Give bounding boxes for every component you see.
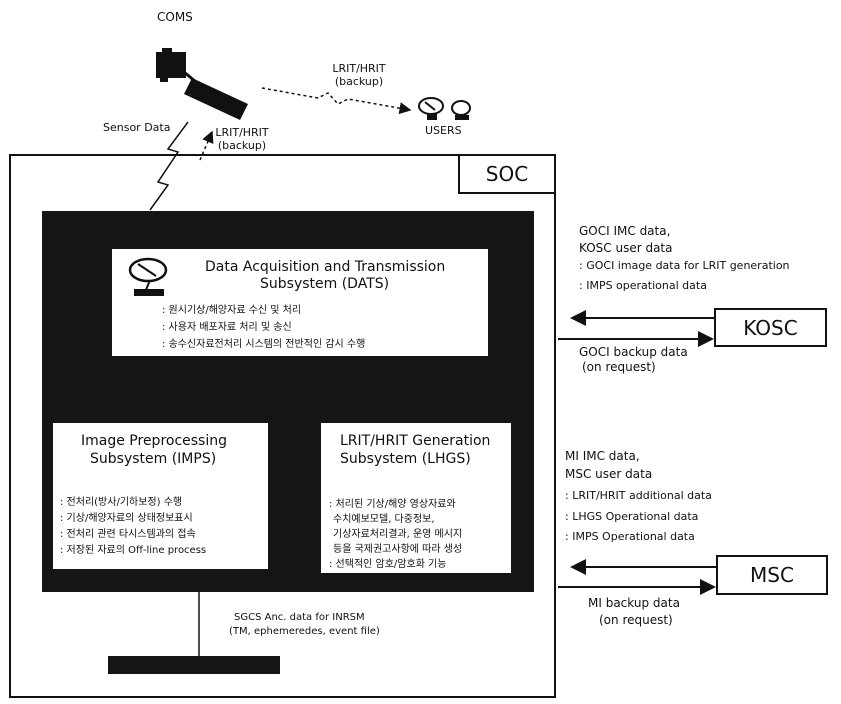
- sensor-data-label: Sensor Data: [103, 121, 171, 134]
- soc-label-box: SOC: [458, 154, 556, 194]
- kosc-in-line: : IMPS operational data: [579, 279, 707, 292]
- msc-in-line: : IMPS Operational data: [565, 530, 695, 543]
- msc-in-line: MSC user data: [565, 467, 653, 481]
- msc-in-line: : LHGS Operational data: [565, 510, 699, 523]
- uplink-label-1: LRIT/HRIT: [215, 126, 269, 139]
- msc-in-line: : LRIT/HRIT additional data: [565, 489, 712, 502]
- msc-label: MSC: [750, 563, 794, 587]
- downlink-dotted: [261, 87, 412, 115]
- lhgs-bullet: 수치예보모델, 다중정보,: [333, 514, 435, 525]
- dats-bullet: : 사용자 배포자료 처리 및 송신: [162, 322, 292, 333]
- sgcs-label-line1: SGCS Anc. data for INRSM: [234, 612, 365, 623]
- soc-label: SOC: [485, 162, 529, 186]
- dats-title-line2: Subsystem (DATS): [260, 276, 390, 292]
- dats-title-line1: Data Acquisition and Transmission: [205, 259, 446, 275]
- uplink-label-2: (backup): [217, 139, 267, 152]
- sgcs-label-line2: (TM, ephemeredes, event file): [229, 626, 380, 637]
- msc-out-line: MI backup data: [588, 596, 680, 610]
- kosc-in-line: : GOCI image data for LRIT generation: [579, 259, 790, 272]
- kosc-out-line: GOCI backup data: [579, 345, 688, 359]
- imps-title-line2: Subsystem (IMPS): [90, 451, 217, 467]
- imps-bullet: : 전처리 관련 타시스템과의 접속: [60, 529, 196, 540]
- msc-out-line: (on request): [599, 613, 673, 627]
- lhgs-box: [321, 423, 511, 573]
- kosc-box: KOSC: [714, 308, 827, 347]
- lhgs-title-line2: Subsystem (LHGS): [340, 451, 471, 467]
- soc-frame: [9, 154, 556, 698]
- dats-box: [112, 249, 488, 356]
- downlink-label-2: (backup): [334, 75, 384, 88]
- lhgs-title-line1: LRIT/HRIT Generation: [340, 433, 491, 449]
- users-dish-icon: [415, 96, 479, 122]
- lhgs-bullet: 기상자료처리결과, 운영 메시지: [333, 529, 463, 540]
- downlink-label-1: LRIT/HRIT: [332, 62, 386, 75]
- satellite-name: COMS: [157, 10, 193, 24]
- lhgs-bullet: 등을 국제권고사항에 따라 생성: [333, 544, 463, 555]
- msc-in-line: MI IMC data,: [565, 449, 640, 463]
- sgcs-bar: [108, 656, 280, 674]
- msc-box: MSC: [716, 555, 828, 595]
- users-label: USERS: [425, 124, 462, 137]
- imps-box: [53, 423, 268, 569]
- imps-bullet: : 기상/해양자료의 상태정보표시: [60, 513, 193, 524]
- imps-title-line1: Image Preprocessing: [81, 433, 228, 449]
- kosc-out-line: (on request): [582, 360, 656, 374]
- dats-bullet: : 송수신자료전처리 시스템의 전반적인 감시 수행: [162, 339, 366, 350]
- lhgs-bullet: : 선택적인 암호/암호화 기능: [329, 559, 447, 570]
- dats-bullet: : 원시기상/해양자료 수신 및 처리: [162, 305, 302, 316]
- kosc-in-line: GOCI IMC data,: [579, 224, 671, 238]
- kosc-in-line: KOSC user data: [579, 241, 673, 255]
- dish-icon: [126, 256, 174, 298]
- satellite-icon: [148, 38, 260, 122]
- imps-bullet: : 저장된 자료의 Off-line process: [60, 545, 207, 556]
- imps-bullet: : 전처리(방사/기하보정) 수행: [60, 497, 183, 508]
- kosc-label: KOSC: [743, 315, 798, 340]
- lhgs-bullet: : 처리된 기상/해양 영상자료와: [329, 499, 456, 510]
